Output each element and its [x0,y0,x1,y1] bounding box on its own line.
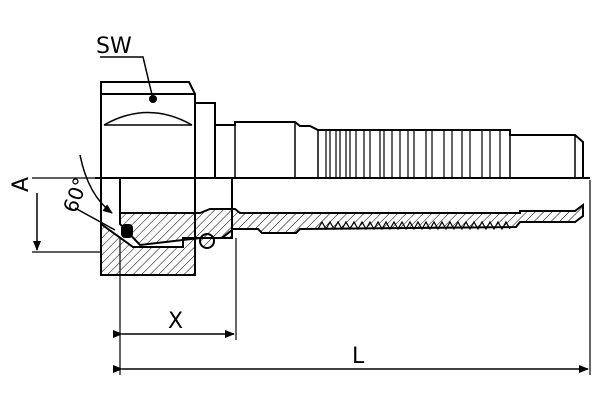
o-ring [199,233,215,249]
cone-angle-line [74,207,116,231]
cone-seal [121,224,133,238]
dimension-x-label: X [168,309,183,334]
tail-outline [214,121,584,178]
body-section-serration [317,220,511,231]
nut-top-outline [100,81,196,179]
collar-upper [194,102,216,179]
dimension-l-label: L [352,344,365,369]
hose-tail [214,121,584,178]
body-section [119,203,584,247]
angle-arc [79,154,113,214]
nut-flat-arc [103,111,193,126]
serrations [325,130,501,178]
sw-leader-dot [149,95,157,103]
sw-label: SW [96,34,132,59]
sw-leader [100,56,154,100]
swivel-nut [100,81,196,179]
dimension-a-label: A [9,177,34,192]
